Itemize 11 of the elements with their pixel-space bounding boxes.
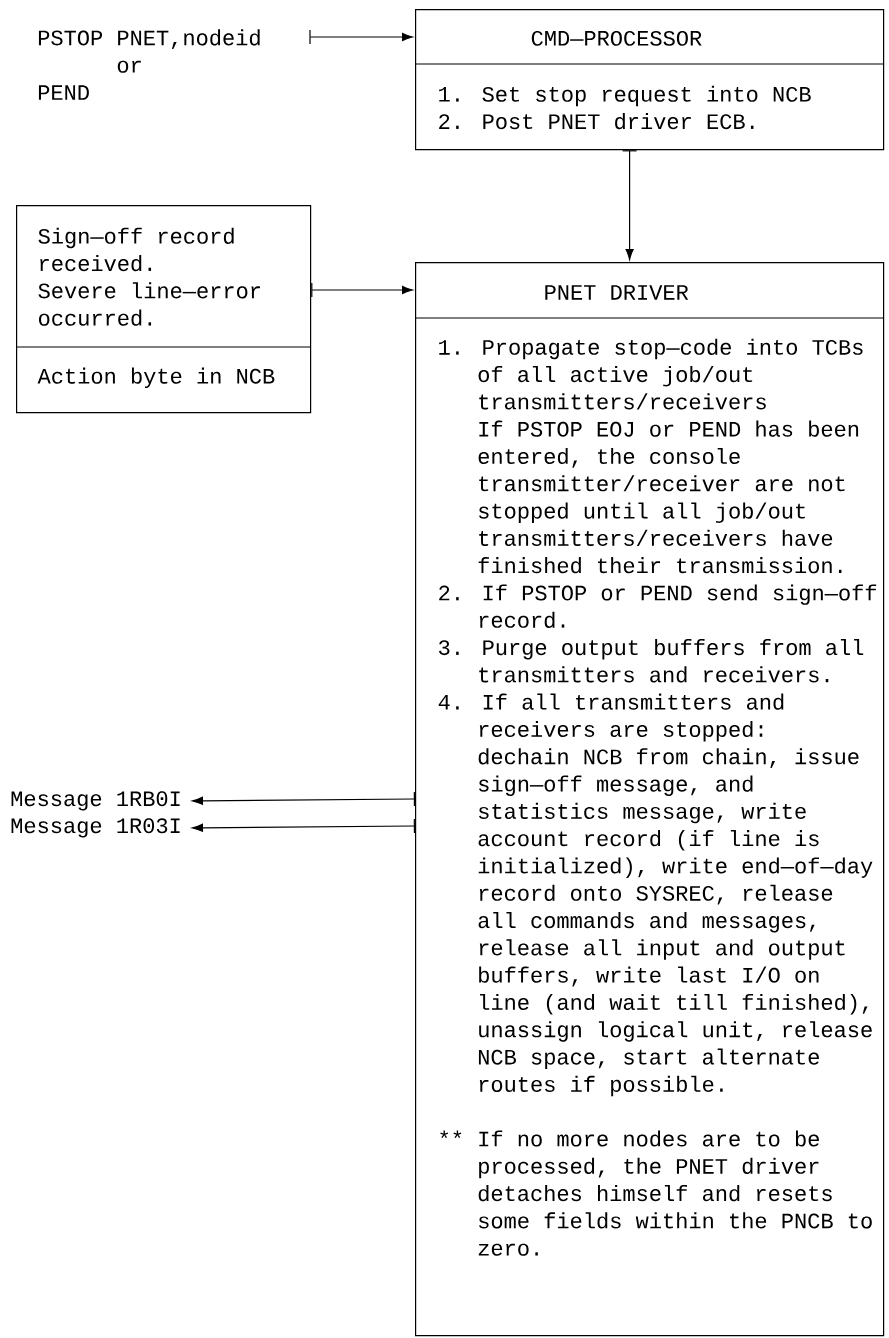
- arrow: [192, 791, 416, 807]
- arrow: [309, 29, 413, 45]
- command-text: PSTOP PNET,nodeid or PEND: [38, 29, 260, 100]
- message-text: Message 1R03I: [11, 818, 180, 838]
- process-box: CMD—PROCESSOR 1. Set stop request into NCB 2. Post PNET driver ECB.: [415, 9, 885, 151]
- arrow: [311, 282, 413, 298]
- event-box: Sign—off record received. Severe line—error occurred. Action byte in NCB: [16, 205, 312, 414]
- arrow: [192, 818, 416, 834]
- process-box: PNET DRIVER 1. Propagate stop—code into TCBs of all active job/out transmitters/receivers If PSTOP EOJ or PEND has been entered, the console transmitter/receiver are not stopped until all job/out transmitters/receivers have finished their transmission. 2. If PSTOP or PEND send sign—off record. 3. Purge output buffers from all transmitters and receivers. 4. If all transmitters and receivers are stopped: dechain NCB from chain, issue sign—off message, and statistics message, write account record (if line is initialized), write end—of—day record onto SYSREC, release all commands and messages, release all input and output buffers, write last I/O on line (and wait till finished), unassign logical unit, release NCB space, start alternate routes if possible. ** If no more nodes are to be processed, the PNET driver detaches himself and resets some fields within the PNCB to zero.: [415, 262, 885, 1337]
- message-text: Message 1RB0I: [11, 791, 180, 811]
- arrow: [622, 150, 638, 260]
